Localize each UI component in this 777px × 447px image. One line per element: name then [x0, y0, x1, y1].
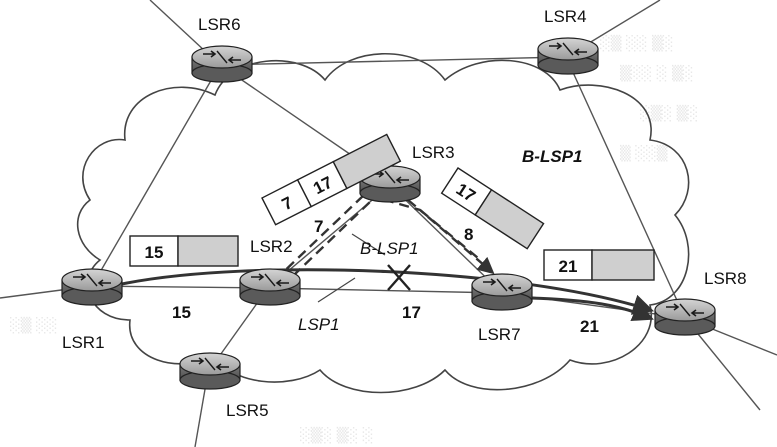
- label-leader-lines: [317, 233, 386, 303]
- svg-text:░▒░ ▒░: ░▒░ ▒░: [640, 104, 698, 122]
- link-label-lsr2-lsr7: 17: [402, 303, 421, 322]
- lsp1-path-label: LSP1: [298, 315, 340, 334]
- label-box-lsr7: 21: [543, 249, 655, 281]
- label-box-lsr3: 17: [440, 167, 545, 250]
- background-scan-texture: ░▒ ░░ ▒░ ▒░░ ░ ▒░ ░▒░ ▒░ ▒ ░░▒ ░▒ ░░ ░▒░…: [10, 34, 698, 444]
- router-lsr6-icon[interactable]: [191, 45, 253, 83]
- merged-path-lsr7-lsr8: [529, 296, 654, 321]
- label-box-lsr1: 15: [129, 235, 239, 267]
- lsp1-path: [121, 268, 654, 315]
- router-lsr8-icon[interactable]: [654, 298, 716, 336]
- svg-text:░▒ ░░ ▒░: ░▒ ░░ ▒░: [600, 34, 674, 52]
- label-box-lsr1-value: 15: [145, 243, 164, 262]
- link-label-lsr7-lsr8: 21: [580, 317, 599, 336]
- link-label-lsr1-lsr2: 15: [172, 303, 191, 322]
- router-lsr4-label: LSR4: [544, 7, 587, 26]
- router-lsr4-icon[interactable]: [537, 37, 599, 75]
- network-cloud: [76, 53, 690, 394]
- router-lsr7-icon[interactable]: [471, 273, 533, 311]
- svg-text:░▒░ ▒░ ░: ░▒░ ▒░ ░: [300, 426, 374, 444]
- router-lsr2-label: LSR2: [250, 237, 293, 256]
- label-box-lsr7-value: 21: [559, 257, 578, 276]
- router-lsr7-label: LSR7: [478, 325, 521, 344]
- router-lsr2-icon[interactable]: [239, 268, 301, 306]
- label-box-lsr2: 7 17: [261, 133, 402, 226]
- router-lsr1-label: LSR1: [62, 333, 105, 352]
- router-lsr5-label: LSR5: [226, 401, 269, 420]
- svg-text:░▒ ░░: ░▒ ░░: [10, 316, 58, 334]
- b-lsp1-top-label: B-LSP1: [522, 147, 582, 166]
- router-lsr8-label: LSR8: [704, 269, 747, 288]
- b-lsp1-mid-label: B-LSP1: [360, 239, 419, 258]
- router-lsr6-label: LSR6: [198, 15, 241, 34]
- router-lsr5-icon[interactable]: [179, 352, 241, 390]
- router-lsr3-label: LSR3: [412, 143, 455, 162]
- link-label-lsr2-lsr3: 7: [314, 217, 323, 236]
- link-label-lsr3-lsr7: 8: [464, 225, 473, 244]
- link-failure-x-icon: [387, 264, 411, 291]
- router-lsr1-icon[interactable]: [61, 268, 123, 306]
- svg-text:▒ ░░▒: ▒ ░░▒: [620, 144, 668, 162]
- svg-text:▒░░ ░ ▒░: ▒░░ ░ ▒░: [620, 64, 694, 82]
